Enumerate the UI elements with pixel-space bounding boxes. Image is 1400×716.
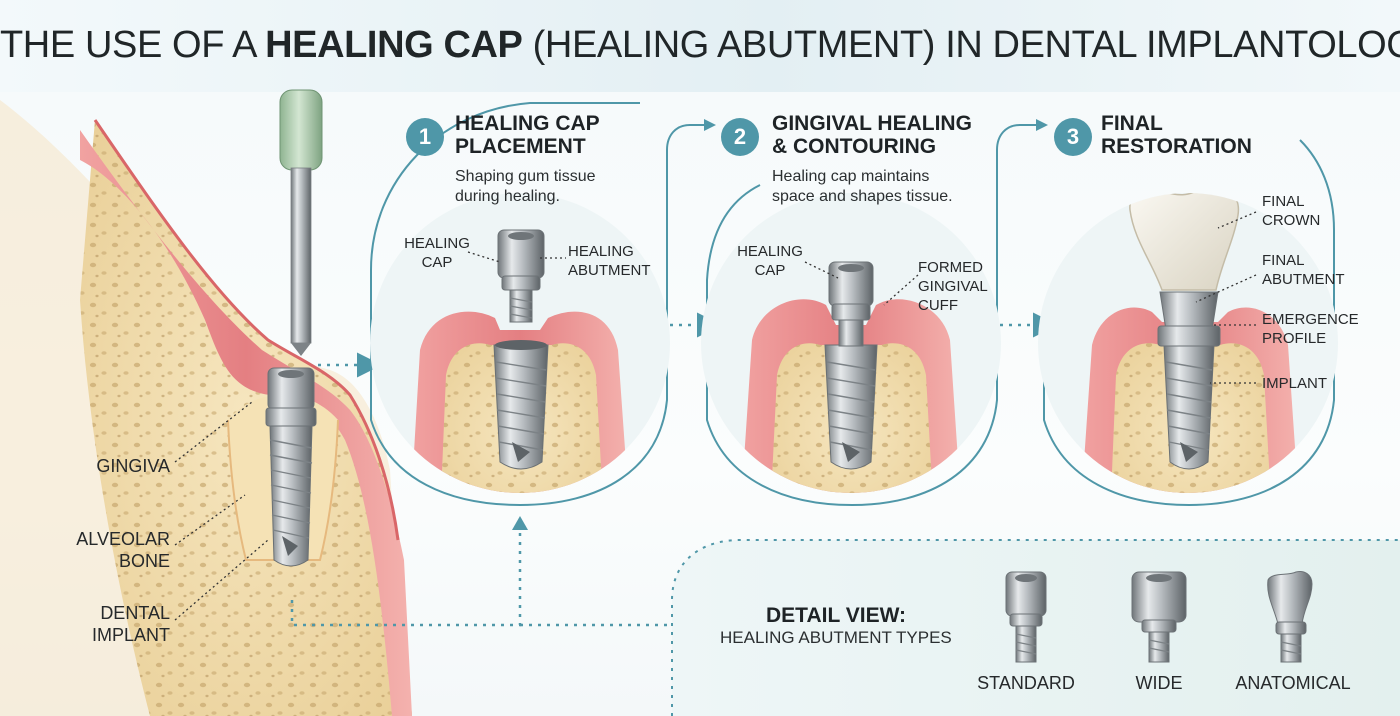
step-3-label-emergence-profile: EMERGENCE PROFILE <box>1262 311 1359 347</box>
label-alveolar-bone: ALVEOLAR BONE <box>76 529 170 571</box>
step-2-label-formed-gingival-cuff: FORMED GINGIVAL CUFF <box>918 259 988 314</box>
detail-view-box <box>671 539 1400 716</box>
step-2-label-healing-cap: HEALING CAP <box>737 243 803 279</box>
step-3-title: FINAL RESTORATION <box>1101 112 1252 158</box>
step-3-badge: 3 <box>1054 118 1092 156</box>
label-gingiva: GINGIVA <box>96 456 170 476</box>
step-1-label-healing-abutment: HEALING ABUTMENT <box>568 243 651 279</box>
detail-type-wide: WIDE <box>1135 673 1183 693</box>
detail-type-standard: STANDARD <box>977 673 1075 693</box>
title-band <box>0 0 1400 92</box>
step-1-label-healing-cap: HEALING CAP <box>404 235 470 271</box>
overview-illustration <box>0 89 680 716</box>
step-1-description: Shaping gum tissue during healing. <box>455 168 596 205</box>
page-title: THE USE OF A HEALING CAP (HEALING ABUTME… <box>0 24 1400 67</box>
step-3-label-final-abutment: FINAL ABUTMENT <box>1262 252 1345 288</box>
step-3-label-final-crown: FINAL CROWN <box>1262 193 1321 229</box>
step-2-description: Healing cap maintains space and shapes t… <box>772 168 953 205</box>
step-1-panel <box>370 102 670 507</box>
step-3-panel <box>1038 139 1338 507</box>
step-1-badge: 1 <box>406 118 444 156</box>
title-suffix: (HEALING ABUTMENT) IN DENTAL IMPLANTOLOG… <box>522 24 1400 66</box>
title-prefix: THE USE OF A <box>0 24 266 66</box>
step-3-label-implant: IMPLANT <box>1262 375 1328 392</box>
step-2-badge: 2 <box>721 118 759 156</box>
detail-title: DETAIL VIEW: <box>766 604 907 627</box>
detail-type-anatomical: ANATOMICAL <box>1235 673 1351 693</box>
label-dental-implant: DENTAL IMPLANT <box>91 603 170 645</box>
step-2-title: GINGIVAL HEALING & CONTOURING <box>772 112 972 158</box>
step-1-title: HEALING CAP PLACEMENT <box>455 112 600 158</box>
step-2-panel <box>701 184 1001 507</box>
detail-subtitle: HEALING ABUTMENT TYPES <box>720 628 952 647</box>
title-bold: HEALING CAP <box>265 24 523 66</box>
